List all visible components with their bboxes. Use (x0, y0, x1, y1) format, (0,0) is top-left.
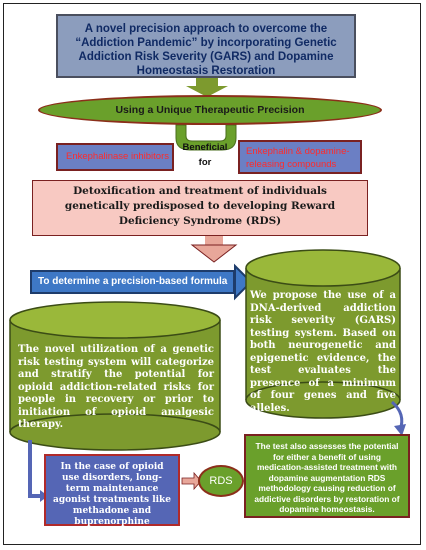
cylinder-right (245, 249, 401, 419)
therapeutic-precision-ellipse: Using a Unique Therapeutic Precision (38, 95, 382, 125)
title-box: A novel precision approach to overcome t… (56, 14, 356, 78)
gars-proposal-text: We propose the use of a DNA-derived addi… (250, 290, 396, 414)
therapeutic-precision-text: Using a Unique Therapeutic Precision (115, 104, 305, 116)
beneficial-for-text: Beneficial for (182, 142, 228, 168)
connector-left-cyl-to-opioid (28, 440, 44, 498)
opioid-treatment-text: In the case of opioid use disorders, lon… (52, 462, 171, 527)
enkephalinase-inhibitors-text: Enkephalinase inhibitors (66, 151, 169, 162)
determine-formula-arrow: To determine a precision-based formula (30, 270, 235, 294)
rds-text: RDS (209, 475, 233, 487)
assessment-box: The test also assesses the potential for… (244, 434, 410, 518)
arrow-detox-down (190, 236, 238, 263)
enkephalin-dopamine-text: Enkephalin & dopamine-releasing compound… (246, 146, 350, 170)
determine-arrow-tip (234, 263, 253, 301)
rds-oval: RDS (198, 465, 244, 497)
arrow-opioid-to-rds (181, 471, 202, 491)
enkephalinase-inhibitors-box: Enkephalinase inhibitors (56, 143, 174, 171)
opioid-treatment-box: In the case of opioid use disorders, lon… (44, 454, 180, 527)
detoxification-box: Detoxification and treatment of individu… (32, 180, 368, 236)
enkephalin-dopamine-box: Enkephalin & dopamine-releasing compound… (238, 140, 362, 174)
cylinder-left (9, 301, 221, 451)
assessment-text: The test also assesses the potential for… (254, 441, 400, 514)
u-connector (175, 124, 237, 151)
title-text: A novel precision approach to overcome t… (75, 23, 337, 77)
detoxification-text: Detoxification and treatment of individu… (64, 185, 336, 227)
arrow-title-down (186, 78, 228, 97)
novel-utilization-text: The novel utilization of a genetic risk … (18, 344, 214, 430)
determine-formula-text: To determine a precision-based formula (38, 276, 228, 287)
beneficial-for-label: Beneficial for (176, 140, 234, 170)
